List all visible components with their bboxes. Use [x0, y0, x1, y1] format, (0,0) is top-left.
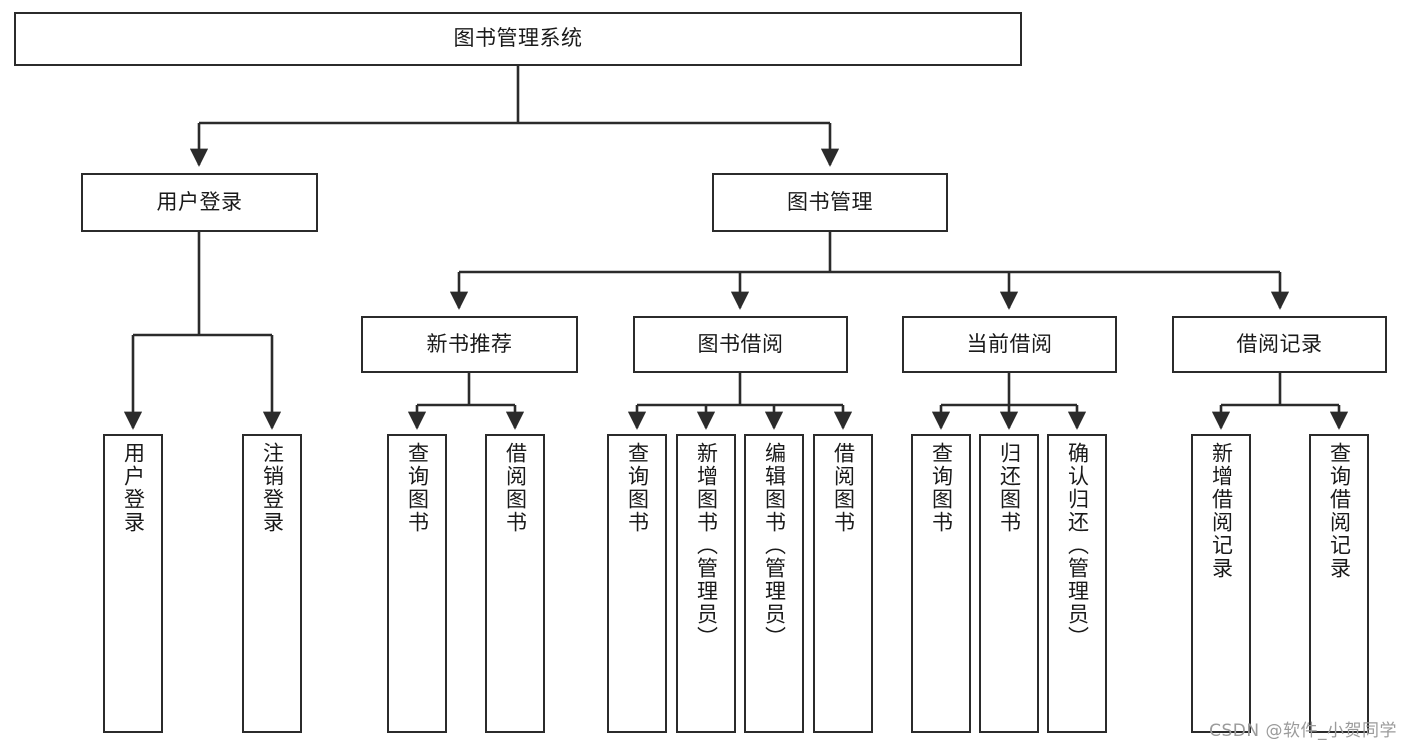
leaf-current-borrow-confirm-return[interactable]: 确认归还（管理员）: [1047, 434, 1107, 733]
leaf-label: 查询图书: [929, 442, 954, 534]
leaf-label: 新增借阅记录: [1209, 442, 1234, 580]
leaf-label: 用户登录: [121, 442, 146, 534]
leaf-current-borrow-return[interactable]: 归还图书: [979, 434, 1039, 733]
node-book-management[interactable]: 图书管理: [712, 173, 948, 232]
leaf-borrow-record-query[interactable]: 查询借阅记录: [1309, 434, 1369, 733]
leaf-book-borrow-edit[interactable]: 编辑图书（管理员）: [744, 434, 804, 733]
leaf-label: 查询借阅记录: [1327, 442, 1352, 580]
leaf-borrow-record-add[interactable]: 新增借阅记录: [1191, 434, 1251, 733]
leaf-new-book-query[interactable]: 查询图书: [387, 434, 447, 733]
leaf-label: 借阅图书: [503, 442, 528, 534]
node-borrow-record[interactable]: 借阅记录: [1172, 316, 1387, 373]
leaf-book-borrow-borrow[interactable]: 借阅图书: [813, 434, 873, 733]
leaf-new-book-borrow[interactable]: 借阅图书: [485, 434, 545, 733]
node-book-management-label: 图书管理: [787, 189, 873, 214]
leaf-label: 借阅图书: [831, 442, 856, 534]
node-current-borrow-label: 当前借阅: [966, 331, 1053, 356]
node-root[interactable]: 图书管理系统: [14, 12, 1022, 66]
node-user-login[interactable]: 用户登录: [81, 173, 318, 232]
node-book-borrow-label: 图书借阅: [697, 331, 784, 356]
node-current-borrow[interactable]: 当前借阅: [902, 316, 1117, 373]
leaf-user-login-logout[interactable]: 注销登录: [242, 434, 302, 733]
leaf-label: 注销登录: [260, 442, 285, 534]
leaf-label: 归还图书: [997, 442, 1022, 534]
leaf-label: 新增图书（管理员）: [694, 442, 719, 649]
node-user-login-label: 用户登录: [156, 189, 243, 214]
leaf-user-login-login[interactable]: 用户登录: [103, 434, 163, 733]
leaf-label: 查询图书: [625, 442, 650, 534]
node-new-book-recommend[interactable]: 新书推荐: [361, 316, 578, 373]
node-book-borrow[interactable]: 图书借阅: [633, 316, 848, 373]
leaf-label: 查询图书: [405, 442, 430, 534]
node-borrow-record-label: 借阅记录: [1236, 331, 1323, 356]
leaf-current-borrow-query[interactable]: 查询图书: [911, 434, 971, 733]
leaf-label: 确认归还（管理员）: [1065, 442, 1090, 649]
node-new-book-recommend-label: 新书推荐: [426, 331, 513, 356]
leaf-book-borrow-query[interactable]: 查询图书: [607, 434, 667, 733]
node-root-label: 图书管理系统: [453, 26, 583, 51]
leaf-book-borrow-add[interactable]: 新增图书（管理员）: [676, 434, 736, 733]
leaf-label: 编辑图书（管理员）: [762, 442, 787, 649]
csdn-watermark: CSDN @软件_小贺同学: [1209, 721, 1397, 741]
